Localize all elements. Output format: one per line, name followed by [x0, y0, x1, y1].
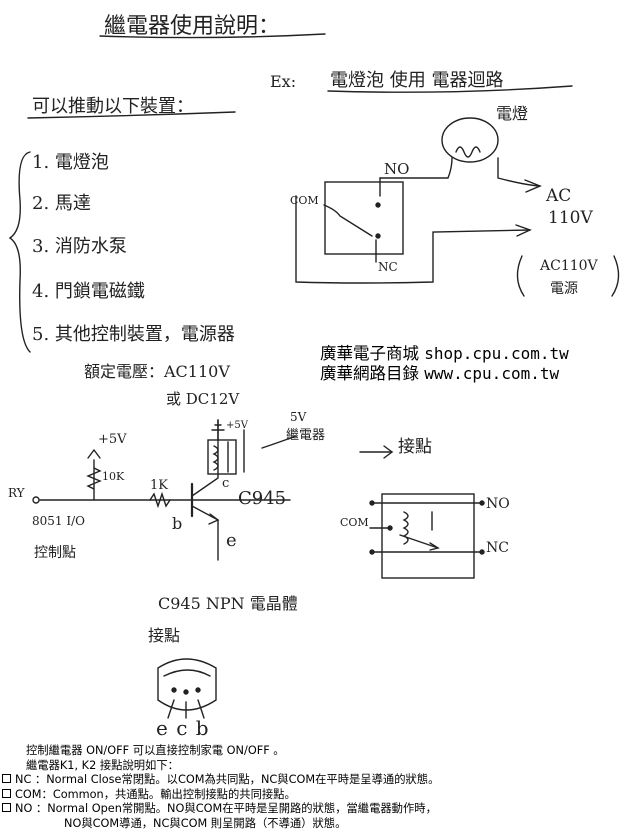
spec-line-2: 或 DC12V — [166, 390, 240, 408]
stamp-cn-2: 廣華網路目錄 — [320, 364, 419, 383]
nc-label-top: NC — [378, 260, 398, 274]
collector-label: c — [222, 476, 230, 491]
note-com: COM：Common，共通點。輸出控制接點的共同接點。 — [2, 788, 638, 803]
note-nc-text: NC ：Normal Close常閉點。以COM為共同點，NC與COM在平時是呈… — [15, 773, 440, 787]
plus5v-right: +5V — [226, 420, 248, 431]
checkbox-icon — [2, 788, 11, 798]
ctrl-label-1: 8051 I/O — [32, 514, 85, 528]
notes-block: 控制繼電器 ON/OFF 可以直接控制家電 ON/OFF 。 繼電器K1, K2… — [2, 744, 638, 832]
device-item: 5. 其他控制裝置，電源器 — [32, 324, 235, 345]
note-no-cont: NO與COM導通，NC與COM 則呈開路（不導通）狀態。 — [2, 817, 638, 832]
pins-label: 接點 — [148, 626, 181, 645]
stamp-cn-1: 廣華電子商城 — [320, 344, 419, 363]
base-label: b — [172, 514, 183, 533]
example-prefix: Ex: — [270, 72, 297, 91]
no-label-top: NO — [384, 160, 410, 178]
stamp-url-1: shop.cpu.com.tw — [424, 344, 569, 363]
resistor-10k: 10K — [102, 470, 125, 483]
ctrl-label-2: 控制點 — [34, 545, 76, 561]
shop-stamp: 廣華電子商城 shop.cpu.com.tw 廣華網路目錄 www.cpu.co… — [313, 333, 622, 386]
device-item: 4. 門鎖電磁鐵 — [32, 281, 145, 302]
doc-title: 繼電器使用說明： — [104, 14, 281, 39]
stamp-row-1: 廣華電子商城 shop.cpu.com.tw — [320, 340, 569, 364]
note-line: 繼電器K1, K2 接點說明如下： — [26, 758, 179, 772]
ac-source-2: 電源 — [550, 281, 578, 297]
com-label-bottom: COM — [340, 516, 369, 529]
note-no-cont-text: NO與COM導通，NC與COM 則呈開路（不導通）狀態。 — [64, 816, 347, 830]
nc-label-bottom: NC — [486, 540, 509, 556]
intro-text: 可以推動以下裝置： — [32, 96, 194, 117]
checkbox-icon — [2, 774, 11, 784]
note-no: NO ：Normal Open常開點。NO與COM在平時是呈開路的狀態，當繼電器… — [2, 802, 638, 817]
note-line: 控制繼電器 ON/OFF 可以直接控制家電 ON/OFF 。 — [26, 744, 285, 757]
device-item: 1. 電燈泡 — [32, 152, 109, 173]
note-com-text: COM：Common，共通點。輸出控制接點的共同接點。 — [15, 787, 296, 801]
example-text: 電燈泡 使用 電器迴路 — [330, 70, 504, 91]
ry-label: RY — [8, 486, 25, 500]
emitter-label: e — [226, 530, 237, 551]
device-item: 2. 馬達 — [32, 193, 91, 214]
relay-5v-label: 5V — [290, 410, 307, 424]
contacts-label: 接點 — [398, 437, 432, 457]
ac-source-1: AC110V — [540, 258, 598, 274]
spec-line-1: 額定電壓：AC110V — [84, 362, 230, 381]
checkbox-icon — [2, 803, 11, 813]
stamp-url-2: www.cpu.com.tw — [424, 364, 560, 383]
device-item: 3. 消防水泵 — [32, 236, 127, 257]
ac-volt: 110V — [548, 208, 593, 228]
resistor-1k: 1K — [150, 478, 168, 493]
stamp-row-2: 廣華網路目錄 www.cpu.com.tw — [320, 360, 559, 384]
relay-label: 繼電器 — [286, 428, 326, 443]
ac-label: AC — [546, 186, 572, 206]
no-label-bottom: NO — [486, 496, 510, 512]
part-number: C945 — [238, 488, 287, 509]
com-label-top: COM — [290, 194, 319, 207]
lamp-label: 電燈 — [496, 104, 529, 123]
plus5v-left: +5V — [98, 432, 127, 447]
pin-letters: e c b — [156, 716, 210, 740]
note-no-text: NO ：Normal Open常開點。NO與COM在平時是呈開路的狀態，當繼電器… — [15, 802, 437, 816]
note-nc: NC ：Normal Close常閉點。以COM為共同點，NC與COM在平時是呈… — [2, 773, 638, 788]
transistor-caption: C945 NPN 電晶體 — [158, 594, 298, 613]
